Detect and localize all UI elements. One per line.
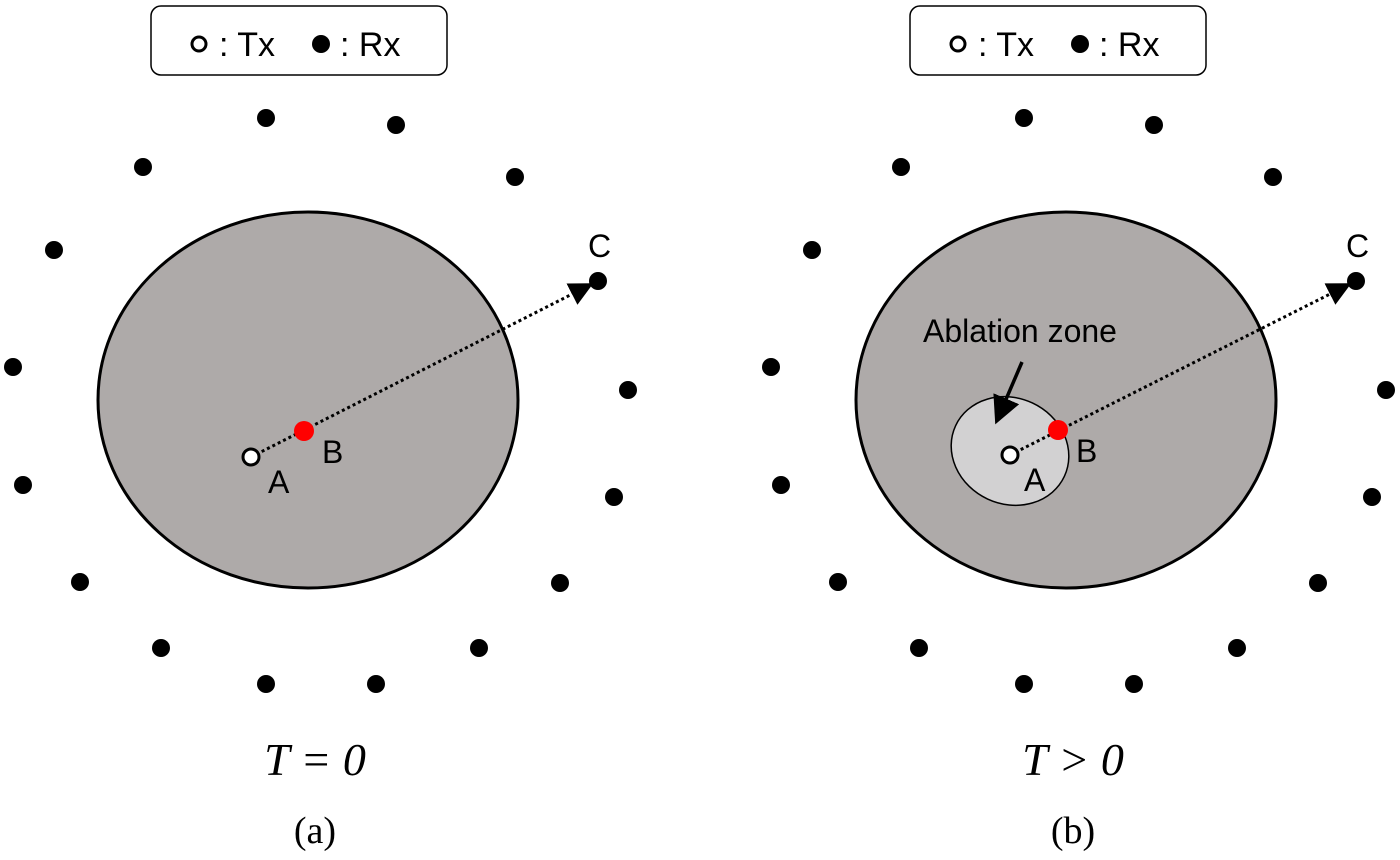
label-a: A [1024,462,1046,498]
rx-receiver [45,241,63,259]
rx-receiver [1347,272,1365,290]
tissue-region [854,210,1278,590]
condition-label: T = 0 [264,734,366,785]
rx-receiver [14,476,32,494]
rx-legend-label: : Rx [1099,26,1159,64]
rx-receiver [1377,381,1395,399]
rx-receiver [134,158,152,176]
rx-receiver [772,476,790,494]
ablation-arrow [993,361,1024,425]
rx-receiver [470,639,488,657]
rx-receiver [506,168,524,186]
label-b: B [1076,433,1097,469]
rx-receiver [551,574,569,592]
point-b-marker [1048,420,1068,440]
legend-box: : Tx : Rx [909,5,1207,76]
caption-a: (a) [294,810,336,852]
rx-receiver [367,675,385,693]
rx-receiver [589,272,607,290]
rx-receiver [803,241,821,259]
tx-legend-icon [949,35,967,53]
legend-box: : Tx : Rx [150,5,448,76]
tx-legend-icon [190,35,208,53]
label-c: C [1346,228,1369,264]
rx-receiver [829,573,847,591]
rx-receiver [257,109,275,127]
rx-receiver [387,116,405,134]
label-b: B [322,434,343,470]
rx-receiver [619,381,637,399]
rx-receiver [1015,675,1033,693]
rx-receiver [1228,639,1246,657]
label-a: A [268,464,290,500]
rx-receiver [910,639,928,657]
rx-receiver [1015,109,1033,127]
point-b-marker [294,421,314,441]
rx-receiver [1309,574,1327,592]
rx-legend-icon [312,35,330,53]
caption-b: (b) [1051,810,1095,852]
rx-receiver [257,675,275,693]
panel-b: : Tx : Rx Ablation zone A B C T > 0 (b) [762,5,1395,852]
tx-legend-label: : Tx [219,26,275,64]
rx-receiver [1363,488,1381,506]
tx-point-a [241,447,261,467]
rx-receiver [1145,116,1163,134]
ablation-zone-label: Ablation zone [923,313,1117,349]
rx-receiver [1264,168,1282,186]
rx-receiver [892,158,910,176]
tx-point-a [1000,445,1020,465]
rx-receiver [1125,675,1143,693]
rx-legend-label: : Rx [340,26,400,64]
tissue-region [96,210,520,590]
rx-legend-icon [1071,35,1089,53]
rx-receiver [71,573,89,591]
tx-legend-label: : Tx [978,26,1034,64]
label-c: C [588,228,611,264]
rx-receiver [4,358,22,376]
rx-receiver [762,358,780,376]
condition-label: T > 0 [1022,734,1124,785]
rx-receiver [152,639,170,657]
panel-a: : Tx : Rx A B C T = 0 (a) [4,5,637,852]
rx-receiver [605,488,623,506]
